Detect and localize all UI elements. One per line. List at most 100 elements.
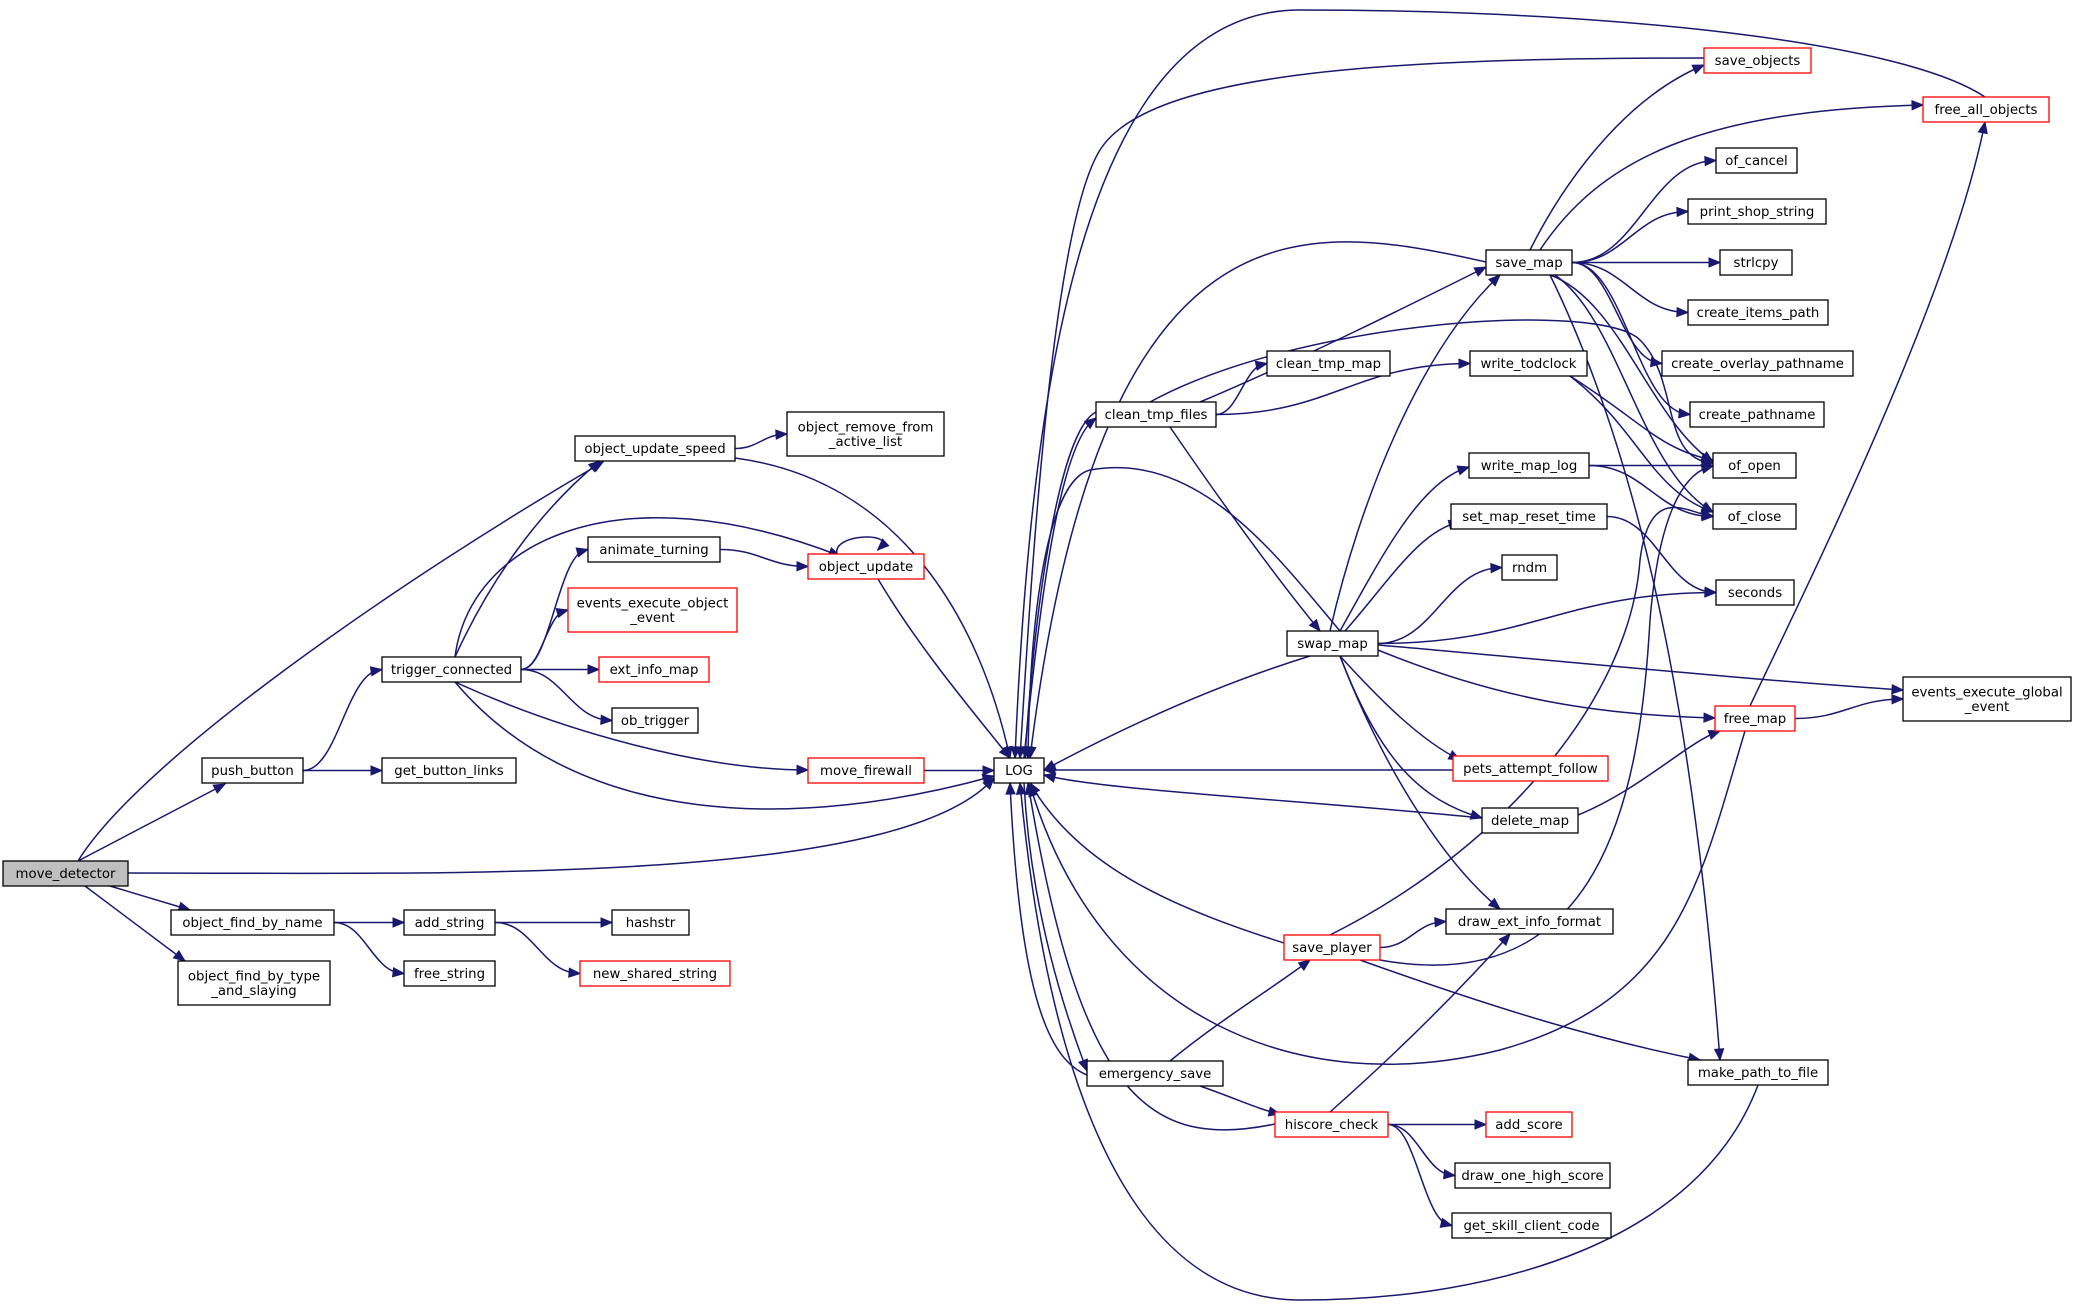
- node-create-pathname[interactable]: create_pathname: [1689, 401, 1825, 428]
- node-set-map-reset-time[interactable]: set_map_reset_time: [1450, 503, 1608, 530]
- edge-trigger_connected-to-events_execute_object_event: [520, 609, 569, 671]
- edge-LOG-to-clean_tmp_files: [1023, 417, 1097, 759]
- node-add-score[interactable]: add_score: [1485, 1111, 1573, 1138]
- node-move-firewall[interactable]: move_firewall: [807, 757, 925, 784]
- node-push-button[interactable]: push_button: [201, 757, 304, 784]
- node-move-detector[interactable]: move_detector: [2, 860, 129, 887]
- edge-free_all_objects-to-LOG: [1014, 9, 1986, 759]
- arrowhead-swap_map-to-save_map: [1488, 274, 1501, 287]
- edge-hiscore_check-to-get_skill_client_code: [1387, 1123, 1453, 1227]
- node-free-string[interactable]: free_string: [403, 960, 496, 987]
- node-make-path-to-file[interactable]: make_path_to_file: [1687, 1059, 1829, 1086]
- node-label: free_map: [1724, 712, 1786, 727]
- arrowhead-swap_map-to-free_map: [1703, 712, 1717, 723]
- arrowhead-save_map-to-print_shop_string: [1676, 206, 1690, 218]
- edge-hiscore_check-to-draw_one_high_score: [1387, 1123, 1456, 1177]
- edge-swap_map-to-of_open: [1027, 467, 1341, 759]
- node-save-player[interactable]: save_player: [1283, 934, 1381, 961]
- edge-clean_tmp_files-to-save_map: [1199, 266, 1487, 403]
- node-swap-map[interactable]: swap_map: [1286, 630, 1379, 657]
- edge-save_map-to-of_cancel: [1571, 159, 1717, 264]
- arrowhead-clean_tmp_files-to-swap_map: [1308, 618, 1321, 633]
- node-object-update[interactable]: object_update: [807, 553, 925, 580]
- edge-move_detector-to-LOG: [127, 777, 995, 875]
- node-label: _active_list: [828, 435, 902, 450]
- node-free-all-objects[interactable]: free_all_objects: [1922, 96, 2050, 123]
- node-label: write_todclock: [1480, 357, 1576, 372]
- node-strlcpy[interactable]: strlcpy: [1719, 249, 1793, 276]
- edge-object_update-to-LOG: [877, 578, 1011, 759]
- edge-emergency_save-to-LOG: [1009, 782, 1088, 1076]
- node-emergency-save[interactable]: emergency_save: [1086, 1060, 1224, 1087]
- node-save-objects[interactable]: save_objects: [1703, 47, 1812, 74]
- node-box: [2, 860, 129, 887]
- node-label: of_cancel: [1725, 154, 1788, 169]
- node-create-items-path[interactable]: create_items_path: [1687, 299, 1829, 326]
- node-free-map[interactable]: free_map: [1714, 705, 1796, 732]
- node-label: emergency_save: [1099, 1067, 1212, 1082]
- node-label: draw_ext_info_format: [1458, 915, 1601, 930]
- node-box: [807, 757, 925, 784]
- node-of-cancel[interactable]: of_cancel: [1715, 147, 1798, 174]
- node-label: save_map: [1495, 256, 1562, 271]
- node-trigger-connected[interactable]: trigger_connected: [381, 656, 522, 683]
- node-label: ob_trigger: [621, 714, 690, 729]
- node-pets-attempt-follow[interactable]: pets_attempt_follow: [1452, 755, 1609, 782]
- node-clean-tmp-map[interactable]: clean_tmp_map: [1266, 350, 1391, 377]
- node-of-open[interactable]: of_open: [1712, 452, 1797, 479]
- node-box: [1283, 934, 1381, 961]
- node-events-execute-object-event[interactable]: events_execute_object_event: [567, 587, 738, 633]
- node-label: clean_tmp_map: [1276, 357, 1381, 372]
- edge-emergency_save-to-save_player: [1169, 959, 1311, 1062]
- node-add-string[interactable]: add_string: [403, 909, 496, 936]
- arrowhead-save_player-to-of_open: [1700, 463, 1715, 475]
- node-write-todclock[interactable]: write_todclock: [1469, 350, 1588, 377]
- node-box: [1501, 554, 1558, 581]
- node-print-shop-string[interactable]: print_shop_string: [1687, 198, 1827, 225]
- node-hashstr[interactable]: hashstr: [611, 909, 690, 936]
- edge-save_player-to-of_open: [1379, 465, 1714, 966]
- node-object-find-by-type-and-slaying[interactable]: object_find_by_type_and_slaying: [177, 960, 331, 1006]
- edge-swap_map-to-LOG: [1043, 655, 1311, 771]
- node-new-shared-string[interactable]: new_shared_string: [579, 960, 731, 987]
- node-get-button-links[interactable]: get_button_links: [381, 757, 517, 784]
- edge-object_find_by_name-to-free_string: [333, 921, 405, 975]
- node-clean-tmp-files[interactable]: clean_tmp_files: [1095, 401, 1217, 428]
- edge-save_map-to-make_path_to_file: [1549, 274, 1721, 1061]
- arrowhead-object_find_by_name-to-free_string: [392, 967, 406, 978]
- node-object-remove-from-active-list[interactable]: object_remove_from_active_list: [786, 411, 945, 457]
- node-write-map-log[interactable]: write_map_log: [1468, 452, 1590, 479]
- node-label: write_map_log: [1481, 459, 1578, 474]
- arrowhead-delete_map-to-LOG: [1042, 772, 1057, 783]
- node-draw-ext-info-format[interactable]: draw_ext_info_format: [1445, 908, 1614, 935]
- node-LOG[interactable]: LOG: [993, 757, 1045, 784]
- node-ob-trigger[interactable]: ob_trigger: [611, 707, 699, 734]
- node-label: add_string: [415, 916, 485, 931]
- node-of-close[interactable]: of_close: [1712, 503, 1797, 530]
- arrowhead-object_update_speed-to-object_remove_from_active_list: [775, 429, 789, 440]
- arrowhead-swap_map-to-of_open: [1022, 746, 1034, 760]
- node-box: [1715, 147, 1798, 174]
- node-events-execute-global-event[interactable]: events_execute_global_event: [1902, 676, 2072, 722]
- node-save-map[interactable]: save_map: [1485, 249, 1573, 276]
- edge-clean_tmp_files-to-clean_tmp_map: [1215, 362, 1268, 416]
- node-get-skill-client-code[interactable]: get_skill_client_code: [1451, 1212, 1612, 1239]
- edge-move_detector-to-object_find_by_type_and_slaying: [84, 885, 186, 962]
- node-hiscore-check[interactable]: hiscore_check: [1274, 1111, 1389, 1138]
- node-object-find-by-name[interactable]: object_find_by_name: [170, 909, 335, 936]
- node-box: [1469, 350, 1588, 377]
- node-box: [1468, 452, 1590, 479]
- node-draw-one-high-score[interactable]: draw_one_high_score: [1454, 1162, 1611, 1189]
- node-box: [177, 960, 331, 1006]
- node-rndm[interactable]: rndm: [1501, 554, 1558, 581]
- node-box: [1086, 1060, 1224, 1087]
- node-seconds[interactable]: seconds: [1715, 579, 1795, 606]
- node-ext-info-map[interactable]: ext_info_map: [598, 656, 710, 683]
- node-label: _event: [629, 611, 675, 626]
- node-create-overlay-pathname[interactable]: create_overlay_pathname: [1661, 350, 1854, 377]
- node-delete-map[interactable]: delete_map: [1481, 807, 1579, 834]
- node-animate-turning[interactable]: animate_turning: [587, 536, 721, 563]
- node-label: of_open: [1728, 459, 1781, 474]
- node-object-update-speed[interactable]: object_update_speed: [574, 435, 736, 462]
